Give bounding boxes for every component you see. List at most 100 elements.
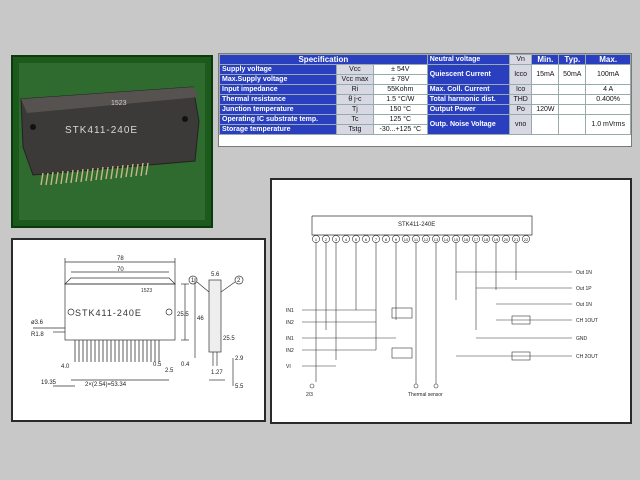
spec-left-label: Storage temperature — [219, 124, 338, 135]
spec-right-typ — [558, 104, 587, 115]
spec-right-label: Outp. Noise Voltage — [426, 114, 510, 135]
spec-right-label: Neutral voltage — [426, 54, 510, 65]
spec-left-label: Operating IC substrate temp. — [219, 114, 338, 125]
spec-right-min: 15mA — [531, 64, 560, 85]
pin-number: 19 — [494, 237, 499, 242]
spec-right-max: 100mA — [585, 64, 631, 85]
bottom-label: 2/3 — [306, 392, 313, 398]
spec-left-label: Input impedance — [219, 84, 338, 95]
spec-title: Specification — [219, 54, 428, 65]
output-label: Out 1P — [576, 286, 592, 292]
spec-right-min — [531, 114, 560, 135]
spec-left-symbol: Tstg — [336, 124, 374, 135]
pin-number: 15 — [454, 237, 459, 242]
pin-number: 1 — [315, 237, 318, 242]
pin-number: 3 — [335, 237, 338, 242]
input-label: IN2 — [286, 320, 294, 326]
dim-pin-width2: 0.4 — [181, 362, 190, 368]
dim-r: 2.5 — [165, 368, 174, 374]
pin-circle — [502, 235, 510, 243]
spec-left-symbol: θ j-c — [336, 94, 374, 105]
spec-right-symbol: Icco — [508, 64, 533, 85]
spec-left-label: Junction temperature — [219, 104, 338, 115]
spec-left-value: 1.5 °C/W — [372, 94, 428, 105]
pin-number: 22 — [524, 237, 529, 242]
spec-col-min: Min. — [531, 54, 560, 65]
pin-number: 16 — [464, 237, 469, 242]
spec-left-value: 125 °C — [372, 114, 428, 125]
spec-right-label: Output Power — [426, 104, 510, 115]
spec-left-value: ± 78V — [372, 74, 428, 85]
drawing-date-code: 1523 — [141, 288, 152, 294]
spec-left-label: Supply voltage — [219, 64, 338, 75]
spec-left-value: 55Kohm — [372, 84, 428, 95]
pin-number: 10 — [404, 237, 409, 242]
pin-circle — [342, 235, 350, 243]
spec-left-label: Thermal resistance — [219, 94, 338, 105]
spec-right-max: 1.0 mVrms — [585, 114, 631, 135]
spec-left-symbol: Vcc — [336, 64, 374, 75]
pin-circle — [362, 235, 370, 243]
spec-right-symbol: Ico — [508, 84, 533, 95]
pin-number: 20 — [504, 237, 509, 242]
dim-radius: R1.8 — [31, 332, 44, 338]
pin-number: 11 — [414, 237, 419, 242]
spec-right-symbol: Vn — [508, 54, 533, 65]
callout-2: 2 — [237, 278, 241, 284]
dim-pin-width: 0.5 — [153, 362, 162, 368]
spec-right-symbol: Po — [508, 104, 533, 115]
output-label: GND — [576, 336, 588, 342]
spec-left-value: -30...+125 °C — [372, 124, 428, 135]
spec-right-typ — [558, 114, 587, 135]
dimension-drawing-panel: 78 70 ø3.6 R1.8 25.5 46 25.5 5.6 2×(2.54… — [11, 238, 266, 422]
dim-low: 19.35 — [41, 380, 57, 386]
photo-date-code: 1523 — [111, 100, 127, 107]
pin-number: 21 — [514, 237, 519, 242]
pin-circle — [422, 235, 430, 243]
dim-hole: ø3.6 — [31, 320, 44, 326]
spec-col-typ: Typ. — [558, 54, 587, 65]
output-label: Out 1N — [576, 270, 592, 276]
pin-circle — [522, 235, 530, 243]
spec-right-max — [585, 104, 631, 115]
dim-side: 25.5 — [223, 336, 235, 342]
callout-1: 1 — [191, 278, 195, 284]
pin-number: 2 — [325, 237, 328, 242]
pin-number: 5 — [355, 237, 358, 242]
pin-number: 7 — [375, 237, 378, 242]
pin-number: 13 — [434, 237, 439, 242]
input-label: IN2 — [286, 348, 294, 354]
spec-left-symbol: Tc — [336, 114, 374, 125]
spec-right-label: Quiescent Current — [426, 64, 510, 85]
spec-right-max: 0.400% — [585, 94, 631, 105]
pin-circle — [482, 235, 490, 243]
spec-right-typ — [558, 84, 587, 95]
pin-number: 4 — [345, 237, 348, 242]
pin-number: 8 — [385, 237, 388, 242]
spec-right-label: Max. Coll. Current — [426, 84, 510, 95]
dim-side-width: 5.6 — [211, 272, 220, 278]
ic-photo: 1523 STK411-240E — [20, 86, 200, 186]
pin-circle — [442, 235, 450, 243]
pin-number: 9 — [395, 237, 398, 242]
ic-photo-panel: 1523 STK411-240E — [11, 55, 213, 228]
spec-left-symbol: Ri — [336, 84, 374, 95]
spec-col-max: Max. — [585, 54, 631, 65]
drawing-marking: STK411-240E — [75, 308, 142, 318]
pin-number: 6 — [365, 237, 368, 242]
input-label: IN1 — [286, 308, 294, 314]
spec-right-min: 120W — [531, 104, 560, 115]
spec-left-value: ± 54V — [372, 64, 428, 75]
spec-right-symbol: THD — [508, 94, 533, 105]
input-label: VI — [286, 364, 291, 370]
pin-number: 12 — [424, 237, 429, 242]
dim-pin-length: 4.0 — [61, 364, 70, 370]
pin-circle — [462, 235, 470, 243]
dimension-drawing: 78 70 ø3.6 R1.8 25.5 46 25.5 5.6 2×(2.54… — [31, 256, 244, 390]
chip-label: STK411-240E — [398, 222, 435, 228]
spec-right-min — [531, 94, 560, 105]
dim-top2: 70 — [117, 267, 124, 273]
output-label: CH 2OUT — [576, 354, 598, 360]
dim-2-9: 2.9 — [235, 356, 244, 362]
